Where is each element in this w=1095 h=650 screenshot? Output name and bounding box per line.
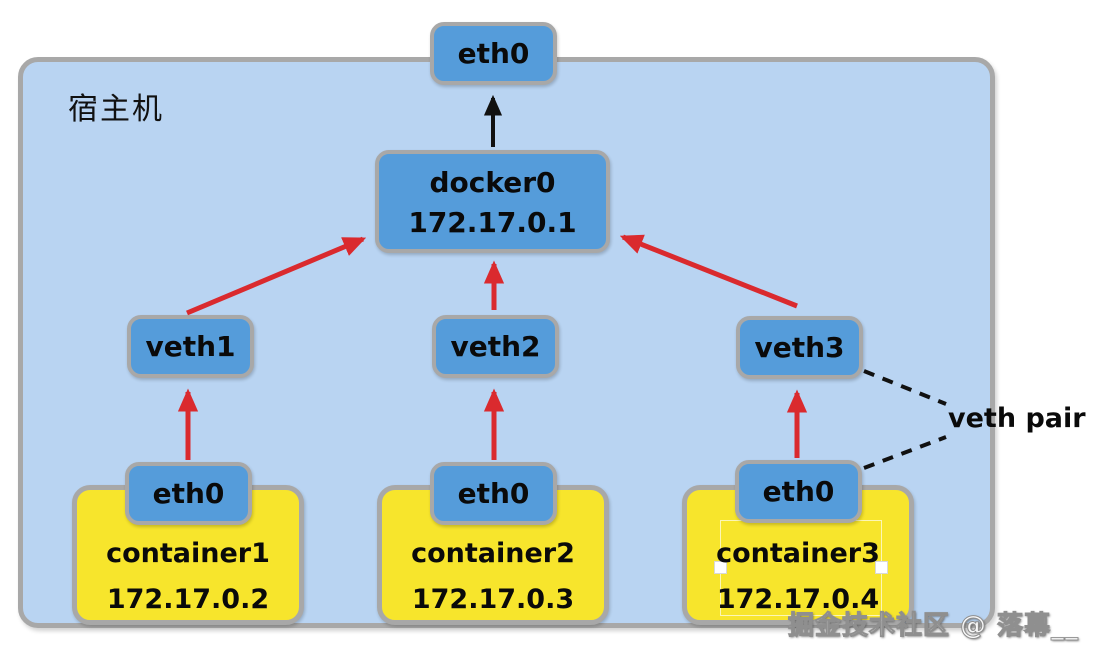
container3-eth0-label: eth0 bbox=[762, 475, 835, 508]
watermark-text: 掘金技术社区 @ 落幕__ bbox=[787, 611, 1079, 642]
veth1-label: veth1 bbox=[145, 330, 236, 363]
container2-eth0-label: eth0 bbox=[457, 477, 530, 510]
container3-ip: 172.17.0.4 bbox=[716, 584, 880, 615]
selection-handle-left[interactable] bbox=[714, 561, 727, 574]
veth3-node: veth3 bbox=[736, 316, 863, 379]
host-eth0-node: eth0 bbox=[430, 22, 557, 85]
container1-eth0-node: eth0 bbox=[125, 462, 252, 525]
container2-box: container2 172.17.0.3 bbox=[377, 485, 609, 625]
container1-name: container1 bbox=[106, 538, 270, 569]
container2-ip: 172.17.0.3 bbox=[411, 584, 575, 615]
veth2-node: veth2 bbox=[432, 315, 559, 378]
docker0-ip: 172.17.0.1 bbox=[408, 205, 577, 239]
container3-eth0-node: eth0 bbox=[735, 460, 862, 523]
veth-pair-annotation: veth pair bbox=[948, 403, 1086, 434]
host-machine-label: 宿主机 bbox=[68, 92, 164, 127]
veth1-node: veth1 bbox=[127, 315, 254, 378]
docker0-name: docker0 bbox=[429, 165, 556, 199]
veth2-label: veth2 bbox=[450, 330, 541, 363]
selection-handle-right[interactable] bbox=[875, 561, 888, 574]
container1-ip: 172.17.0.2 bbox=[106, 584, 270, 615]
docker0-bridge-node: docker0 172.17.0.1 bbox=[375, 150, 610, 253]
container3-name: container3 bbox=[716, 538, 880, 569]
container1-eth0-label: eth0 bbox=[152, 477, 225, 510]
container2-name: container2 bbox=[411, 538, 575, 569]
veth3-label: veth3 bbox=[754, 331, 845, 364]
container2-eth0-node: eth0 bbox=[430, 462, 557, 525]
host-eth0-label: eth0 bbox=[457, 37, 530, 70]
